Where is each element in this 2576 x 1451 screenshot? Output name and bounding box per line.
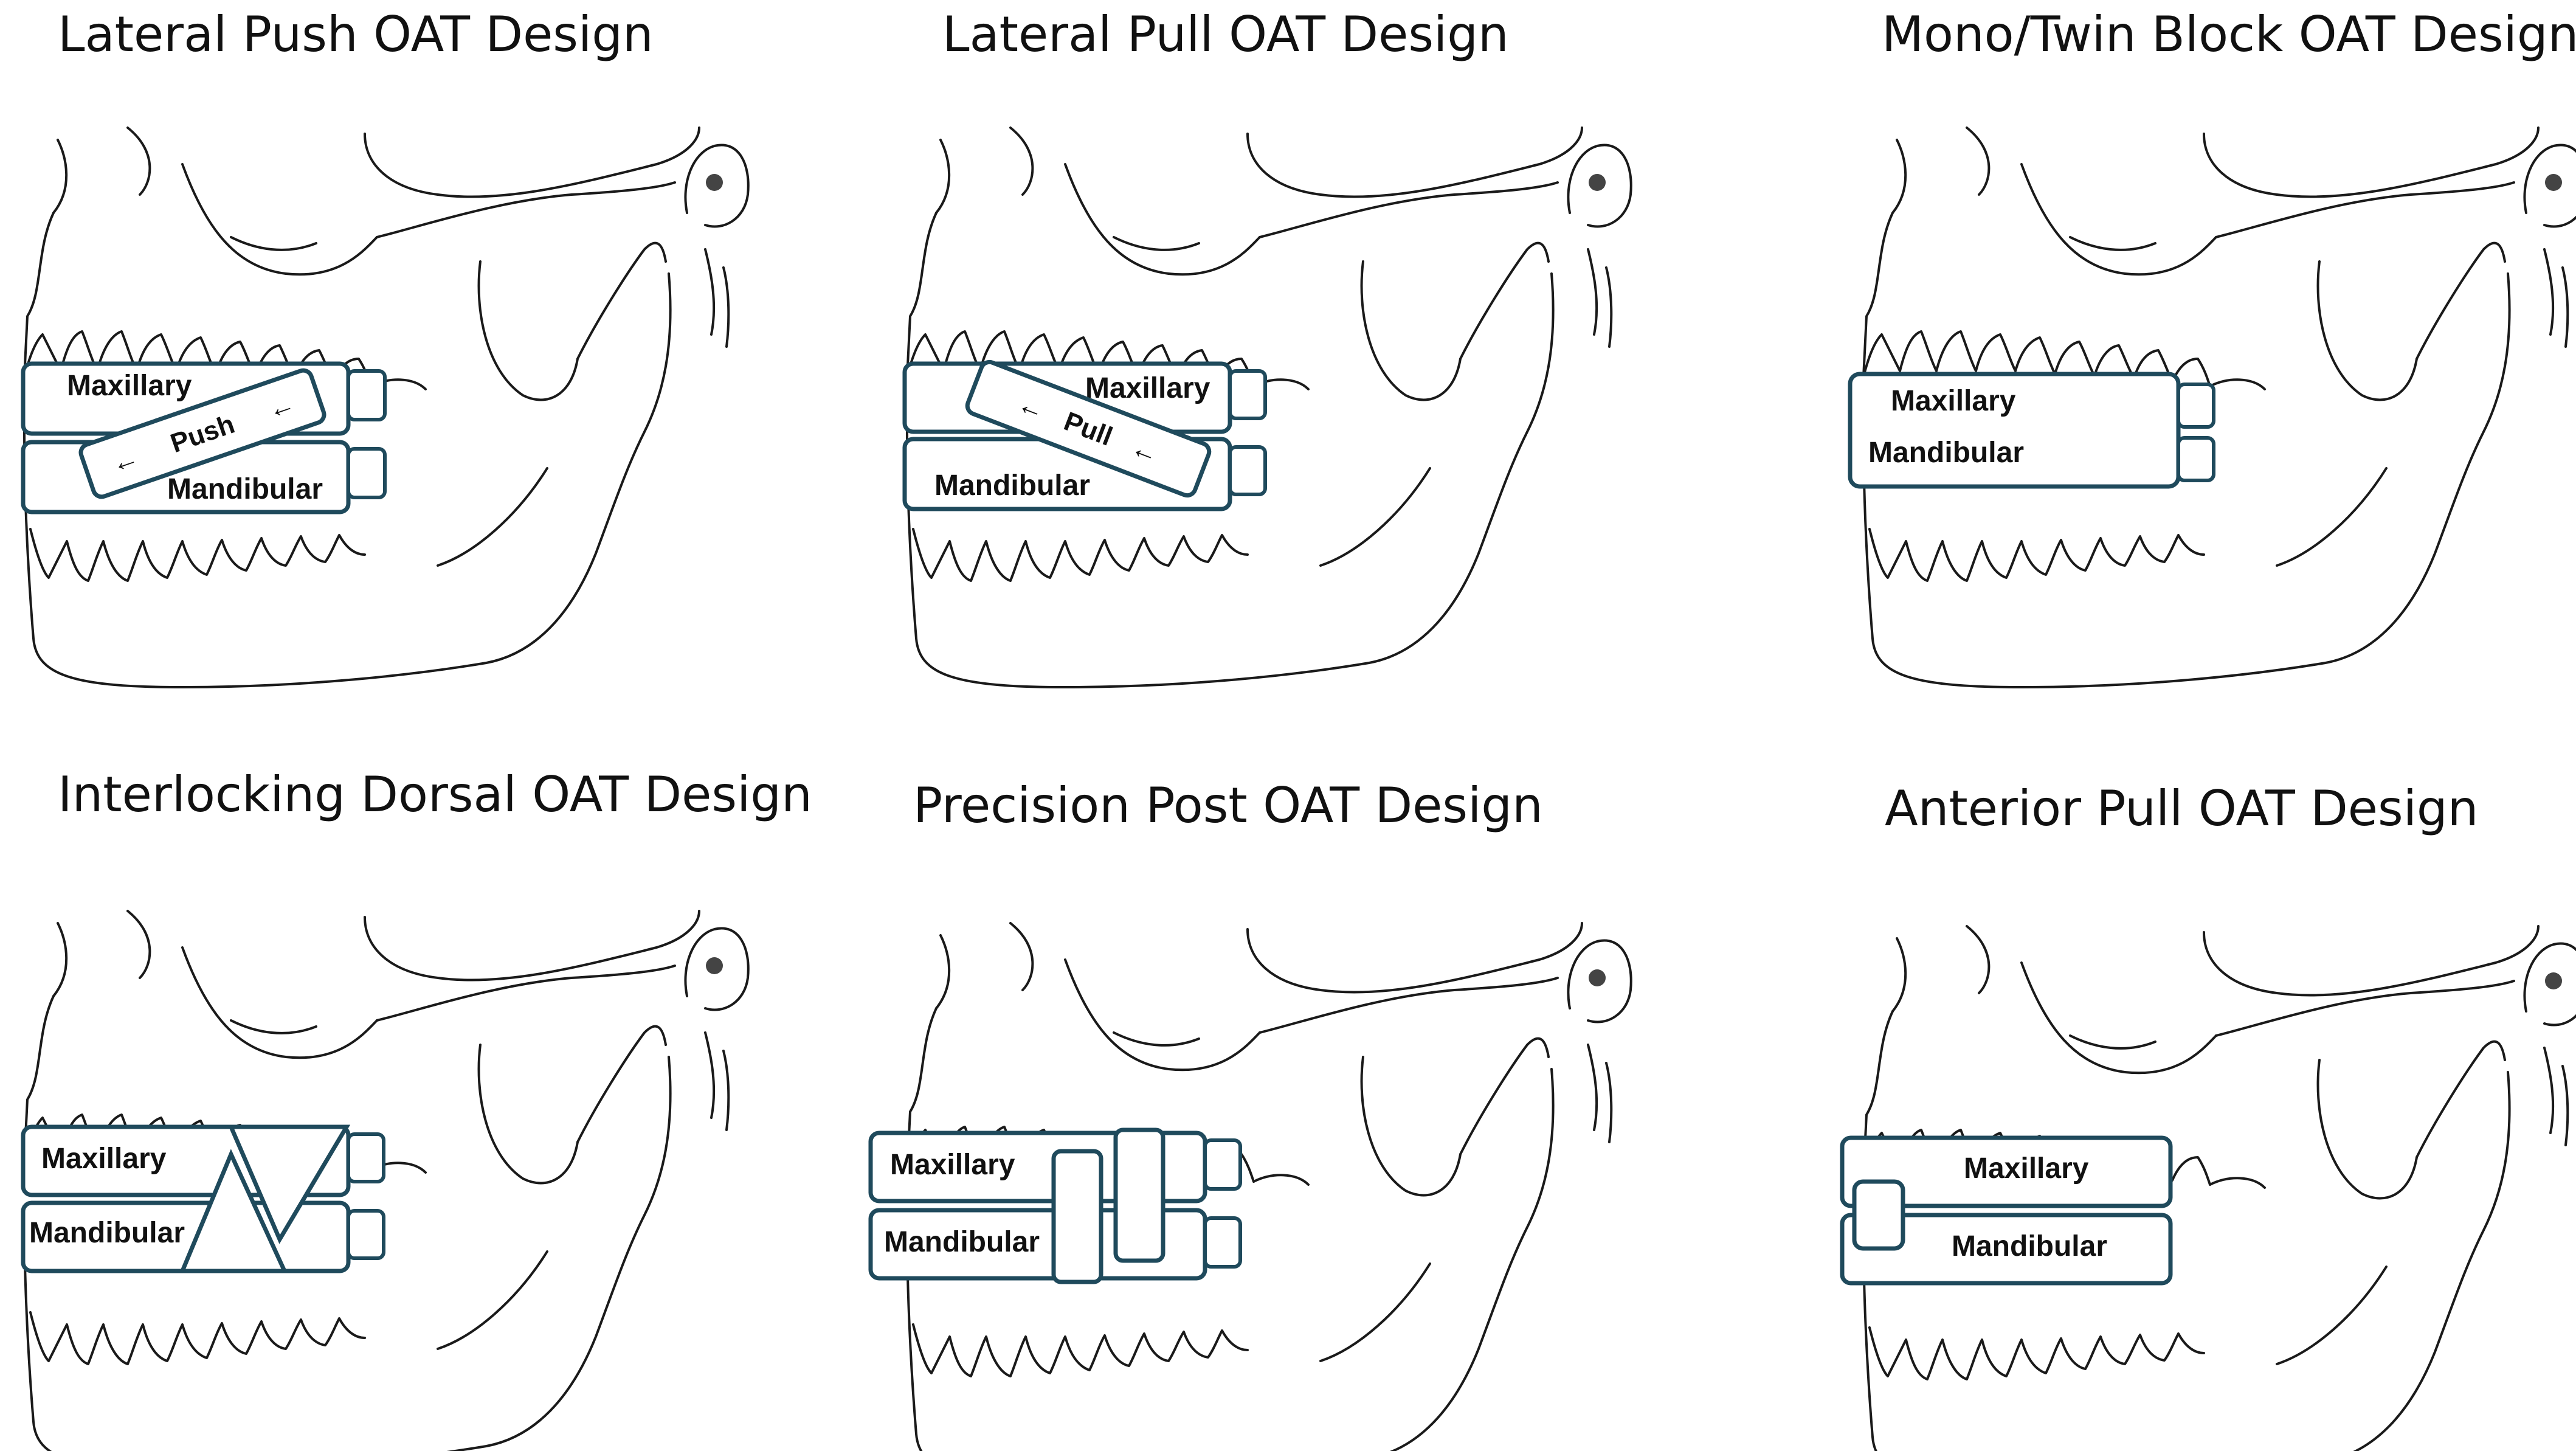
panel-lateral-push: Lateral Push OAT Design Maxillary Mandib… xyxy=(0,0,858,726)
interlocking-dorsal-diagram: Maxillary Mandibular xyxy=(21,910,750,1451)
panel-lateral-pull: Lateral Pull OAT Design Maxillary Mandib… xyxy=(858,0,1717,726)
mandibular-label: Mandibular xyxy=(167,473,323,505)
panel-interlocking-dorsal: Interlocking Dorsal OAT Design Maxillary… xyxy=(0,726,858,1451)
panel-title: Interlocking Dorsal OAT Design xyxy=(58,766,812,823)
push-bar-frame xyxy=(78,368,326,499)
lateral-push-diagram: Maxillary Mandibular Push ← ← xyxy=(21,126,750,688)
maxillary-label: Maxillary xyxy=(890,1149,1015,1181)
mandibular-label: Mandibular xyxy=(884,1226,1040,1258)
upper-molar-cap xyxy=(2177,383,2215,429)
panel-mono-twin-block: Mono/Twin Block OAT Design Maxillary Man… xyxy=(1718,0,2576,726)
panel-title: Precision Post OAT Design xyxy=(913,777,1543,834)
dorsal-ramp-lower xyxy=(179,1149,288,1273)
maxillary-label: Maxillary xyxy=(1891,385,2016,417)
lateral-pull-diagram: Maxillary Mandibular Pull ← ← xyxy=(902,126,1632,688)
mandibular-label: Mandibular xyxy=(1952,1230,2107,1262)
mandibular-label: Mandibular xyxy=(1868,437,2024,469)
panel-title: Lateral Pull OAT Design xyxy=(942,6,1509,63)
maxillary-molar-cap xyxy=(347,1132,385,1183)
maxillary-label: Maxillary xyxy=(1964,1152,2089,1185)
mandibular-block xyxy=(1840,1213,2173,1286)
maxillary-label: Maxillary xyxy=(1085,372,1210,404)
maxillary-label: Maxillary xyxy=(41,1143,167,1175)
mandibular-molar-cap xyxy=(1228,445,1267,496)
maxillary-block xyxy=(1840,1135,2173,1208)
maxillary-molar-cap xyxy=(1203,1138,1242,1191)
pull-bar-frame xyxy=(965,359,1212,498)
mono-twin-block-diagram: Maxillary Mandibular xyxy=(1848,126,2576,688)
mandibular-molar-cap xyxy=(1203,1216,1242,1269)
precision-post-diagram: Maxillary Mandibular xyxy=(868,922,1632,1451)
panel-title: Anterior Pull OAT Design xyxy=(1885,780,2479,837)
maxillary-molar-cap xyxy=(347,369,387,421)
panel-title: Mono/Twin Block OAT Design xyxy=(1882,6,2576,63)
anterior-pull-hook xyxy=(1852,1179,1905,1251)
mandibular-label: Mandibular xyxy=(29,1217,185,1249)
pull-bar: Pull ← ← xyxy=(965,359,1212,498)
panel-anterior-pull: Anterior Pull OAT Design Maxillary Mandi… xyxy=(1718,726,2576,1451)
mandibular-molar-cap xyxy=(347,447,387,499)
mandibular-label: Mandibular xyxy=(934,469,1090,502)
maxillary-molar-cap xyxy=(1228,369,1267,420)
mandibular-post xyxy=(1051,1149,1103,1284)
monoblock xyxy=(1848,372,2181,489)
push-bar: Push ← ← xyxy=(78,368,326,499)
panel-title: Lateral Push OAT Design xyxy=(58,6,654,63)
mandibular-molar-cap xyxy=(347,1209,385,1260)
maxillary-label: Maxillary xyxy=(67,370,192,402)
panel-precision-post: Precision Post OAT Design Maxillary Mand… xyxy=(858,726,1717,1451)
lower-molar-cap xyxy=(2177,436,2215,482)
anterior-pull-diagram: Maxillary Mandibular xyxy=(1840,925,2576,1451)
dorsal-ramp-upper xyxy=(227,1124,351,1244)
maxillary-post xyxy=(1113,1127,1165,1263)
